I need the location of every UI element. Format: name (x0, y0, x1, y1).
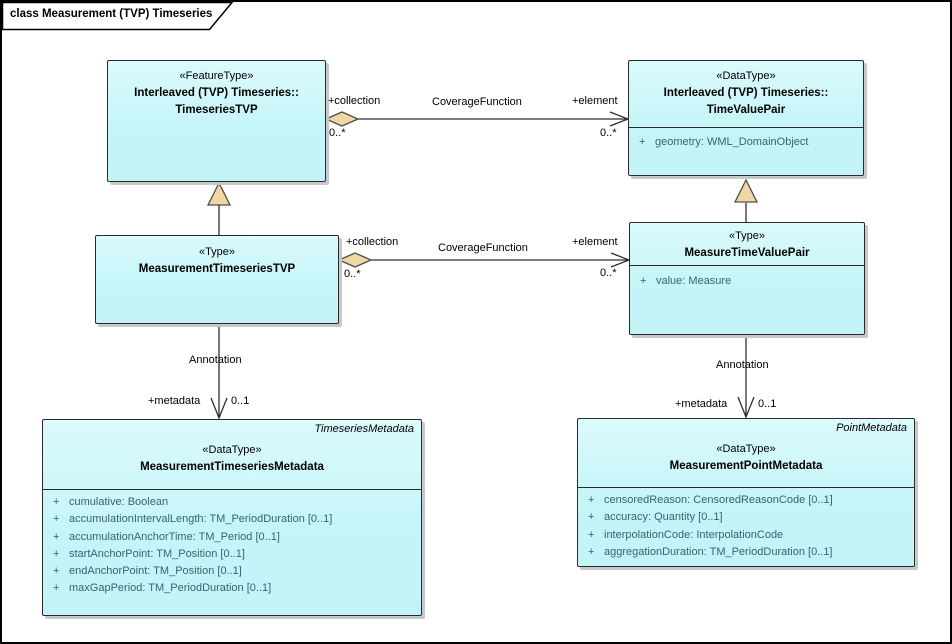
diagram-frame-title: class Measurement (TVP) Timeseries (10, 8, 213, 20)
role-label: +metadata (148, 395, 201, 407)
annotation-connector-right (737, 335, 755, 419)
attribute-visibility: + (53, 513, 60, 526)
connector-name: Annotation (716, 359, 769, 371)
parent-type-label: TimeseriesMetadata (314, 423, 414, 435)
open-arrowhead (610, 252, 631, 268)
attribute-text: accumulationAnchorTime: TM_Period [0..1] (69, 530, 280, 543)
stereotype: «Type» (728, 230, 766, 242)
aggregation-diamond (337, 252, 373, 268)
class-qualifier: Interleaved (TVP) Timeseries:: (663, 87, 829, 99)
attribute-row: + aggregationDuration: TM_PeriodDuration… (578, 544, 914, 561)
attribute-text: geometry: WML_DomainObject (655, 136, 809, 148)
attribute-visibility: + (53, 582, 60, 595)
attribute-visibility: + (53, 496, 60, 508)
attribute-row: + cumulative: Boolean (43, 494, 421, 511)
attribute-text: value: Measure (656, 275, 732, 287)
connector-name: CoverageFunction (438, 242, 528, 254)
aggregation-diamond (324, 111, 360, 127)
attribute-row: + value: Measure (630, 273, 864, 290)
aggregation-coverage-middle (337, 252, 631, 268)
class-name: MeasurementTimeseriesMetadata (140, 461, 324, 473)
class-timeseries-tvp: «FeatureType» Interleaved (TVP) Timeseri… (107, 60, 326, 182)
attribute-visibility: + (588, 511, 595, 524)
stereotype: «Type» (198, 246, 236, 258)
class-name: MeasureTimeValuePair (684, 247, 810, 259)
open-arrowhead (210, 397, 228, 420)
class-name: MeasurementTimeseriesTVP (138, 263, 296, 275)
attribute-row: + accumulationAnchorTime: TM_Period [0..… (43, 529, 421, 546)
class-time-value-pair: «DataType» Interleaved (TVP) Timeseries:… (628, 60, 864, 176)
attribute-visibility: + (588, 528, 595, 541)
attribute-row: + accumulationIntervalLength: TM_PeriodD… (43, 511, 421, 528)
aggregation-coverage-top (324, 111, 630, 127)
attribute-row: + maxGapPeriod: TM_PeriodDuration [0..1] (43, 580, 421, 597)
attribute-visibility: + (639, 136, 646, 148)
generalization-triangle (206, 181, 232, 206)
generalization-left (206, 181, 232, 235)
multiplicity-label: 0..1 (758, 398, 777, 410)
attribute-visibility: + (53, 530, 60, 543)
attribute-text: aggregationDuration: TM_PeriodDuration [… (604, 545, 833, 558)
attribute-row: + censoredReason: CensoredReasonCode [0.… (578, 492, 914, 509)
attribute-text: cumulative: Boolean (69, 496, 169, 508)
attribute-visibility: + (588, 545, 595, 558)
attribute-text: startAnchorPoint: TM_Position [0..1] (69, 547, 245, 560)
class-name: MeasurementPointMetadata (669, 460, 823, 472)
class-name: TimeValuePair (706, 104, 786, 116)
attribute-visibility: + (640, 275, 647, 287)
generalization-triangle (733, 178, 759, 203)
attribute-text: maxGapPeriod: TM_PeriodDuration [0..1] (69, 582, 272, 595)
role-label: +collection (328, 95, 381, 107)
class-measure-time-value-pair: «Type» MeasureTimeValuePair + value: Mea… (629, 222, 865, 335)
connector-name: CoverageFunction (432, 96, 522, 108)
attribute-text: censoredReason: CensoredReasonCode [0..1… (604, 494, 833, 506)
role-label: +element (572, 95, 618, 107)
multiplicity-label: 0..1 (231, 395, 250, 407)
stereotype: «FeatureType» (179, 70, 254, 82)
attribute-text: accuracy: Quantity [0..1] (604, 511, 723, 524)
multiplicity-label: 0..* (344, 268, 361, 280)
role-label: +metadata (675, 398, 728, 410)
attribute-row: + geometry: WML_DomainObject (629, 134, 863, 151)
role-label: +element (572, 236, 618, 248)
attribute-row: + endAnchorPoint: TM_Position [0..1] (43, 563, 421, 580)
attribute-visibility: + (588, 494, 595, 506)
class-qualifier: Interleaved (TVP) Timeseries:: (134, 87, 299, 99)
class-name: TimeseriesTVP (175, 104, 258, 116)
attribute-row: + startAnchorPoint: TM_Position [0..1] (43, 546, 421, 563)
open-arrowhead (737, 396, 755, 419)
multiplicity-label: 0..* (600, 127, 617, 139)
class-measurement-timeseries-metadata: TimeseriesMetadata «DataType» Measuremen… (42, 419, 422, 616)
role-label: +collection (346, 236, 399, 248)
multiplicity-label: 0..* (329, 127, 346, 139)
attribute-visibility: + (53, 547, 60, 560)
class-measurement-timeseries-tvp: «Type» MeasurementTimeseriesTVP (95, 235, 339, 324)
open-arrowhead (609, 111, 630, 127)
attribute-row: + accuracy: Quantity [0..1] (578, 509, 914, 526)
class-measurement-point-metadata: PointMetadata «DataType» MeasurementPoin… (577, 418, 915, 567)
stereotype: «DataType» (202, 444, 262, 456)
parent-type-label: PointMetadata (836, 422, 907, 434)
annotation-connector-left (210, 324, 228, 420)
attribute-text: interpolationCode: InterpolationCode (604, 528, 784, 541)
stereotype: «DataType» (716, 443, 776, 455)
attribute-row: + interpolationCode: InterpolationCode (578, 527, 914, 544)
attribute-text: endAnchorPoint: TM_Position [0..1] (69, 565, 242, 578)
attribute-visibility: + (53, 565, 60, 578)
generalization-right (733, 178, 759, 222)
attribute-text: accumulationIntervalLength: TM_PeriodDur… (69, 513, 333, 526)
multiplicity-label: 0..* (600, 267, 617, 279)
connector-name: Annotation (189, 354, 242, 366)
stereotype: «DataType» (716, 70, 776, 82)
